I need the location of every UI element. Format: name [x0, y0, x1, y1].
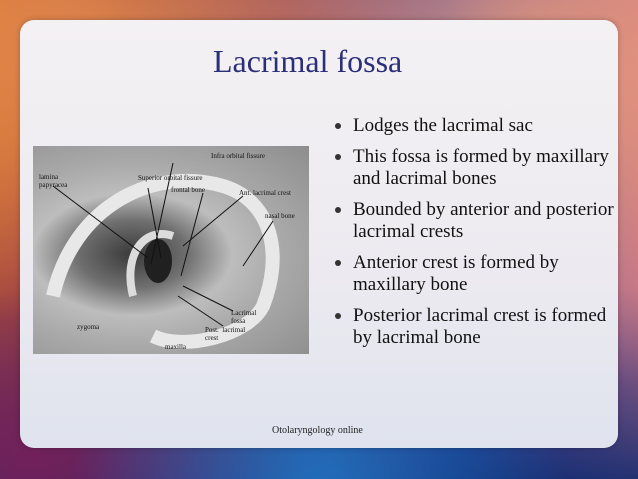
- bullet-dot-icon: [335, 313, 341, 319]
- pointer-line: [180, 192, 204, 277]
- pointer-line: [150, 162, 174, 265]
- pointer-line: [147, 187, 162, 259]
- pointer-line: [182, 195, 244, 247]
- bullet-text: Anterior crest is formed by maxillary bo…: [353, 252, 559, 295]
- label-maxilla: maxilla: [165, 343, 186, 351]
- bullet-list: Lodges the lacrimal sac This fossa is fo…: [333, 115, 618, 358]
- bullet-text: This fossa is formed by maxillary and la…: [353, 146, 609, 189]
- label-frontal-bone: frontal bone: [171, 186, 206, 194]
- slide-footer: Otolaryngology online: [272, 425, 363, 436]
- pointer-line: [182, 285, 234, 312]
- bullet-item: This fossa is formed by maxillary and la…: [333, 146, 618, 190]
- slide-title: Lacrimal fossa: [213, 43, 403, 79]
- bullet-text: Bounded by anterior and posterior lacrim…: [353, 199, 614, 242]
- bullet-dot-icon: [335, 207, 341, 213]
- label-ant-lacrimal-crest: Ant. lacrimal crest: [239, 189, 291, 197]
- bullet-item: Anterior crest is formed by maxillary bo…: [333, 252, 618, 296]
- label-zygoma: zygoma: [77, 323, 100, 331]
- anatomy-figure: Infra orbital fissure lamina papyracea S…: [33, 146, 309, 354]
- anatomy-drawing: [46, 162, 280, 349]
- label-nasal-bone: nasal bone: [265, 212, 295, 220]
- label-lacrimal-fossa: Lacrimal fossa: [231, 309, 257, 325]
- pointer-line: [242, 220, 274, 267]
- bullet-item: Posterior lacrimal crest is formed by la…: [333, 305, 618, 349]
- bullet-item: Lodges the lacrimal sac: [333, 115, 618, 137]
- bullet-dot-icon: [335, 260, 341, 266]
- pointer-line: [52, 185, 149, 259]
- pointer-line: [177, 295, 224, 327]
- bullet-text: Posterior lacrimal crest is formed by la…: [353, 305, 607, 348]
- fossa-shadow-shape: [144, 239, 172, 283]
- ridge-shape: [126, 230, 175, 297]
- label-infra-orbital-fissure: Infra orbital fissure: [211, 152, 266, 160]
- label-post-lacrimal-crest: Post. lacrimal crest: [205, 326, 246, 342]
- label-superior-orbital-fissure: Superior orbital fissure: [138, 174, 203, 182]
- orbit-rim-shape: [46, 174, 280, 349]
- bullet-dot-icon: [335, 123, 341, 129]
- bullet-item: Bounded by anterior and posterior lacrim…: [333, 199, 618, 243]
- bullet-dot-icon: [335, 154, 341, 160]
- bullet-text: Lodges the lacrimal sac: [353, 115, 533, 136]
- label-lamina-papyracea: lamina papyracea: [39, 173, 68, 189]
